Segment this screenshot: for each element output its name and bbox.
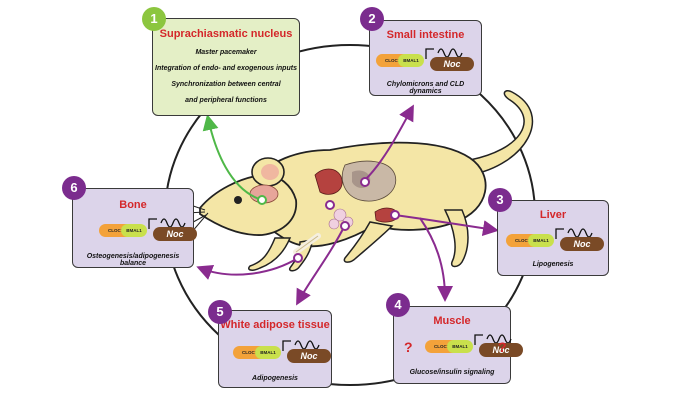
noc-gene: Noc — [153, 227, 197, 241]
bmal1-protein: BMAL1 — [398, 54, 424, 67]
bmal1-protein: BMAL1 — [447, 340, 473, 353]
intestine-number-badge: 2 — [360, 7, 384, 31]
bmal1-protein: BMAL1 — [121, 224, 147, 237]
bone-title: Bone — [119, 199, 147, 211]
intestine-caption: Chylomicrons and CLD dynamics — [386, 81, 465, 95]
bone-box: Bone CLOCK BMAL1 Noc Osteogenesis/adipog… — [72, 188, 197, 268]
intestine-title: Small intestine — [386, 29, 465, 41]
muscle-title: Muscle — [433, 315, 471, 327]
rhythm-wave-icon — [555, 228, 593, 239]
bone-caption: Osteogenesis/adipogenesis balance — [86, 253, 180, 267]
mouse-illustration — [167, 89, 534, 272]
arrow-to-intestine — [364, 104, 414, 181]
liver-box: Liver CLOCK BMAL1 Noc Lipogenesis — [497, 200, 609, 276]
noc-gene: Noc — [287, 349, 331, 363]
rhythm-wave-icon — [474, 334, 512, 345]
arrow-to-muscle — [419, 217, 453, 302]
arrow-to-bone — [196, 257, 299, 280]
muscle-question-right: ? — [498, 339, 507, 355]
bmal1-protein: BMAL1 — [528, 234, 554, 247]
arrow-to-scn — [202, 114, 263, 201]
bone-gene-construct: CLOCK BMAL1 Noc — [99, 215, 209, 241]
muscle-gene-construct: CLOCK BMAL1 Noc — [425, 331, 535, 357]
scn-line-1: Master pacemaker — [195, 49, 257, 56]
scn-box: Suprachiasmatic nucleus Master pacemaker… — [152, 18, 300, 116]
liver-caption: Lipogenesis — [532, 261, 574, 268]
adipose-title: White adipose tissue — [220, 319, 330, 331]
arrow-to-adipose — [296, 224, 346, 306]
adipose-box: White adipose tissue CLOCK BMAL1 Noc Adi… — [218, 310, 332, 388]
rhythm-wave-icon — [282, 340, 320, 351]
scn-number-badge: 1 — [142, 7, 166, 31]
scn-title: Suprachiasmatic nucleus — [159, 28, 293, 40]
muscle-caption: Glucose/insulin signaling — [409, 369, 495, 376]
adipose-number-badge: 5 — [208, 300, 232, 324]
scn-line-4: and peripheral functions — [185, 97, 267, 104]
arrow-to-liver — [394, 214, 499, 237]
noc-gene: Noc — [479, 343, 523, 357]
rhythm-wave-icon — [148, 218, 186, 229]
liver-title: Liver — [539, 209, 567, 221]
noc-gene: Noc — [430, 57, 474, 71]
intestine-box: Small intestine CLOCK BMAL1 Noc Chylomic… — [369, 20, 482, 96]
scn-line-2: Integration of endo- and exogenous input… — [155, 65, 297, 72]
adipose-gene-construct: CLOCK BMAL1 Noc — [233, 337, 343, 363]
liver-gene-construct: CLOCK BMAL1 Noc — [506, 225, 616, 251]
rhythm-wave-icon — [425, 48, 463, 59]
liver-number-badge: 3 — [488, 188, 512, 212]
muscle-number-badge: 4 — [386, 293, 410, 317]
noc-gene: Noc — [560, 237, 604, 251]
bone-number-badge: 6 — [62, 176, 86, 200]
intestine-gene-construct: CLOCK BMAL1 Noc — [376, 45, 486, 71]
muscle-box: Muscle ? CLOCK BMAL1 Noc ? Glucose/insul… — [393, 306, 523, 384]
bmal1-protein: BMAL1 — [255, 346, 281, 359]
adipose-caption: Adipogenesis — [252, 375, 298, 382]
scn-line-3: Synchronization between central — [171, 81, 281, 88]
muscle-question-left: ? — [404, 339, 413, 355]
